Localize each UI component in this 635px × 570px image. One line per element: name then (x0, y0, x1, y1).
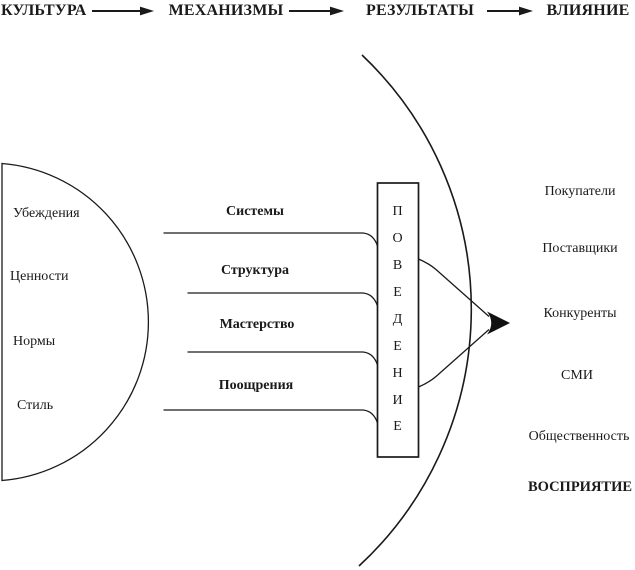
mechanism-label-structure: Структура (220, 263, 290, 278)
header-stage-results: РЕЗУЛЬТАТЫ (365, 2, 475, 19)
behavior-vertical-word: П О В Е Д Е Н И Е (377, 183, 418, 457)
environment-arc (358, 54, 473, 567)
header-stage-mechanisms: МЕХАНИЗМЫ (168, 2, 284, 19)
header-arrow-2-icon (289, 6, 344, 16)
influence-item-suppliers: Поставщики (542, 241, 618, 256)
culture-circle (1, 162, 150, 482)
behavior-box (376, 182, 420, 458)
mechanism-label-rewards: Поощрения (218, 378, 294, 393)
influence-item-media: СМИ (561, 368, 593, 383)
converge-line-lower (418, 329, 490, 388)
behavior-letter: Д (392, 311, 403, 327)
behavior-letter: Н (392, 365, 403, 381)
behavior-letter: В (392, 258, 403, 274)
behavior-letter: Е (393, 285, 402, 301)
culture-item-norms: Нормы (13, 334, 56, 349)
mechanism-label-systems: Системы (226, 204, 284, 219)
behavior-letter: П (392, 204, 403, 220)
arrowhead-dart-icon (487, 311, 510, 335)
header-stage-influence: ВЛИЯНИЕ (546, 2, 630, 19)
behavior-letter: Е (393, 338, 402, 354)
header-arrow-3-icon (487, 6, 533, 16)
header-stage-culture: КУЛЬТУРА (1, 2, 87, 19)
culture-item-style: Стиль (17, 398, 54, 413)
converge-line-upper (418, 258, 490, 317)
influence-item-buyers: Покупатели (544, 184, 616, 199)
influence-item-competitors: Конкуренты (543, 306, 617, 321)
pipe-line-systems (163, 232, 379, 247)
header-arrow-1-icon (92, 6, 154, 16)
culture-item-values: Ценности (10, 269, 69, 284)
mechanism-label-mastery: Мастерство (219, 317, 295, 332)
perception-label: ВОСПРИЯТИЕ (527, 479, 633, 495)
pipe-line-structure (187, 292, 379, 307)
behavior-letter: Е (393, 419, 402, 435)
behavior-letter: И (392, 392, 403, 408)
culture-item-beliefs: Убеждения (13, 206, 80, 221)
influence-item-public: Общественность (528, 429, 630, 444)
behavior-letter: О (392, 231, 403, 247)
pipe-line-mastery (187, 351, 379, 366)
pipe-line-rewards (163, 409, 379, 424)
